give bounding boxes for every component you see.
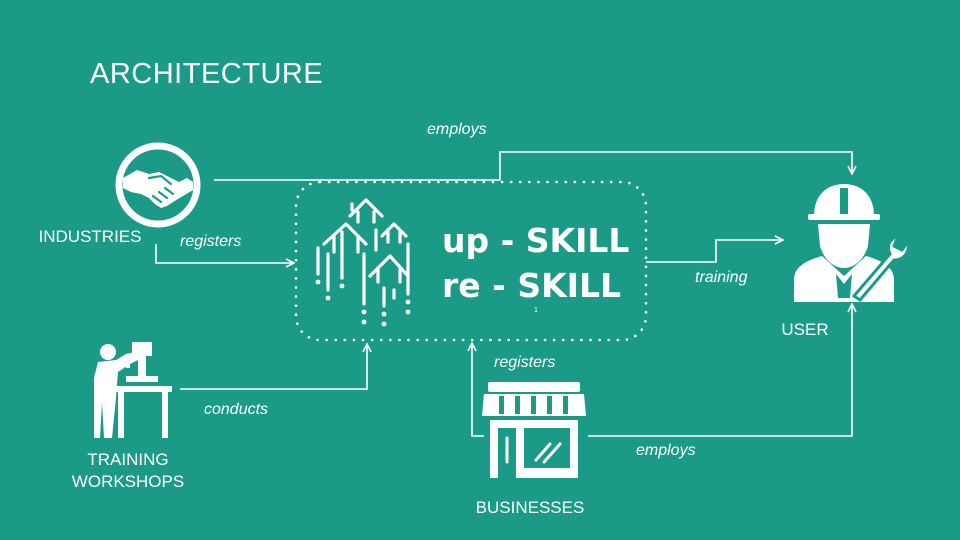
label-training-center: conducts: [204, 401, 269, 418]
edge-businesses-user: [588, 305, 852, 437]
edge-industries-center: [155, 244, 293, 263]
edge-businesses-center: [472, 344, 484, 437]
label-industries-user: employs: [427, 121, 487, 138]
edge-center-user: [646, 240, 782, 263]
center-reskill: re - SKILL: [442, 266, 622, 305]
node-businesses: BUSINESSES: [475, 498, 585, 517]
center-footnote: 1: [534, 307, 538, 314]
edge-training-center: [180, 345, 367, 390]
slide-title: ARCHITECTURE: [90, 58, 324, 90]
node-training-line1: TRAINING: [87, 450, 169, 469]
node-user: USER: [781, 320, 829, 339]
workshop-icon: [94, 342, 172, 438]
center-box: [294, 180, 648, 342]
handshake-icon: [115, 142, 201, 228]
rising-arrows-icon: [315, 198, 411, 327]
node-industries: INDUSTRIES: [38, 227, 142, 246]
label-businesses-user: employs: [636, 442, 696, 459]
center-upskill: up - SKILL: [442, 221, 630, 260]
node-training-line2: WORKSHOPS: [71, 472, 185, 491]
label-industries-center: registers: [180, 233, 242, 250]
edge-industries-user: [214, 151, 852, 181]
label-center-user: training: [695, 269, 748, 286]
shop-icon: [482, 382, 586, 478]
engineer-icon: [794, 184, 910, 302]
label-businesses-center: registers: [494, 354, 556, 371]
